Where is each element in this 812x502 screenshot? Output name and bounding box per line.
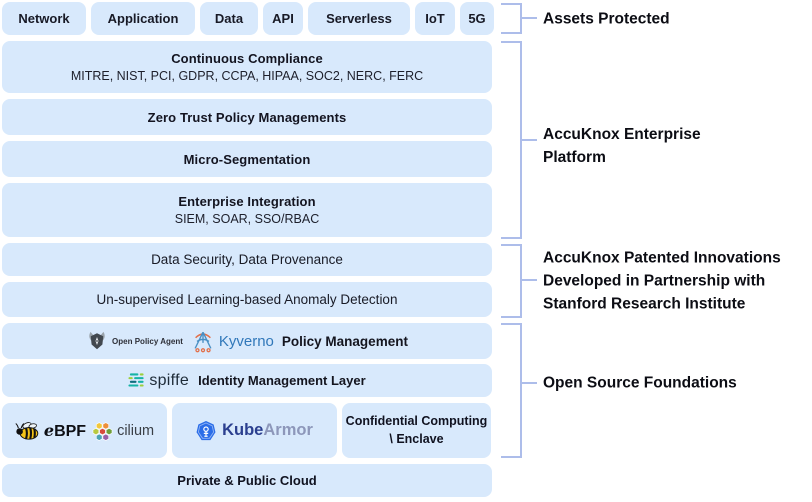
row-title: Private & Public Cloud [177,473,317,488]
label-line: Stanford Research Institute [543,295,746,313]
row-title: Micro-Segmentation [183,151,311,167]
row-private-public-cloud: Private & Public Cloud [2,464,492,497]
confidential-line1: Confidential Computing [345,414,488,428]
bracket-assets-protected [501,3,522,34]
kyverno-label: Kyverno [218,332,274,350]
kubearmor-icon [196,420,216,442]
label-line: Platform [543,149,606,166]
asset-box-application: Application [91,2,195,35]
row-anomaly-detection: Un-supervised Learning-based Anomaly Det… [2,282,492,317]
label-open-source-foundations: Open Source Foundations [543,374,737,392]
asset-box-network: Network [2,2,86,35]
open-policy-agent-label: Open Policy Agent [112,336,183,346]
asset-label: Serverless [326,11,392,26]
kyverno-logo: Kyverno [191,329,274,353]
kubearmor-label-kube: Kube [222,421,264,439]
spiffe-logo: spiffe [128,372,189,390]
asset-label: API [272,11,294,26]
label-assets-protected: Assets Protected [543,10,670,28]
bee-icon [15,421,40,441]
asset-box-api: API [263,2,303,35]
row-continuous-compliance: Continuous Compliance MITRE, NIST, PCI, … [2,41,492,93]
ebpf-cilium-box: eBPF ci [2,403,167,458]
label-line: AccuKnox Patented Innovations [543,249,781,267]
row-micro-segmentation: Micro-Segmentation [2,141,492,177]
assets-row: Network Application Data API Serverless … [2,2,494,35]
bracket-tick [521,382,537,384]
bracket-enterprise-platform [501,41,522,239]
asset-box-data: Data [200,2,258,35]
ebpf-logo: eBPF [15,421,86,441]
foundations-row: eBPF ci [2,403,492,458]
label-enterprise-platform: AccuKnox Enterprise Platform [543,123,701,169]
kubearmor-label: KubeArmor [222,421,313,440]
bracket-tick [521,17,537,19]
bracket-tick [521,279,537,281]
row-title: Enterprise Integration [178,194,316,209]
spiffe-icon [128,372,145,389]
kubearmor-box: KubeArmor [172,403,337,458]
label-line: AccuKnox Enterprise [543,126,701,143]
row-subtitle: SIEM, SOAR, SSO/RBAC [174,212,320,226]
cilium-label: cilium [117,422,155,439]
ebpf-label: eBPF [43,420,87,440]
asset-label: IoT [425,11,445,26]
asset-label: Data [214,11,244,26]
asset-label: 5G [468,11,486,26]
asset-box-5g: 5G [460,2,494,35]
row-policy-management: Open Policy Agent Kyverno Policy Managem… [2,323,492,359]
row-title: Identity Management Layer [198,373,366,388]
row-zero-trust: Zero Trust Policy Managements [2,99,492,135]
bracket-tick [521,139,537,141]
row-title: Policy Management [281,333,408,349]
label-patented-innovations: AccuKnox Patented Innovations Developed … [543,247,781,316]
open-policy-agent-logo: Open Policy Agent [86,330,183,352]
cilium-logo: cilium [92,420,154,441]
bracket-patented-innovations [501,244,522,318]
row-data-security: Data Security, Data Provenance [2,243,492,276]
open-policy-agent-icon [86,330,108,352]
asset-box-serverless: Serverless [308,2,410,35]
asset-box-iot: IoT [415,2,455,35]
ebpf-label-text: BPF [54,422,87,440]
label-line: Developed in Partnership with [543,272,766,290]
row-title: Data Security, Data Provenance [151,252,343,267]
asset-label: Network [18,11,70,26]
kyverno-icon [191,329,215,353]
row-title: Continuous Compliance [171,51,323,66]
row-title: Zero Trust Policy Managements [147,109,347,125]
row-enterprise-integration: Enterprise Integration SIEM, SOAR, SSO/R… [2,183,492,237]
kubearmor-label-armor: Armor [263,421,313,439]
cilium-icon [92,420,113,441]
row-subtitle: MITRE, NIST, PCI, GDPR, CCPA, HIPAA, SOC… [70,69,424,83]
row-identity-management: spiffe Identity Management Layer [2,364,492,397]
bracket-open-source [501,323,522,458]
confidential-computing-box: Confidential Computing \ Enclave [342,403,491,458]
row-title: Un-supervised Learning-based Anomaly Det… [96,292,398,307]
spiffe-label: spiffe [149,371,190,389]
asset-label: Application [107,11,179,26]
confidential-line2: \ Enclave [389,432,444,446]
